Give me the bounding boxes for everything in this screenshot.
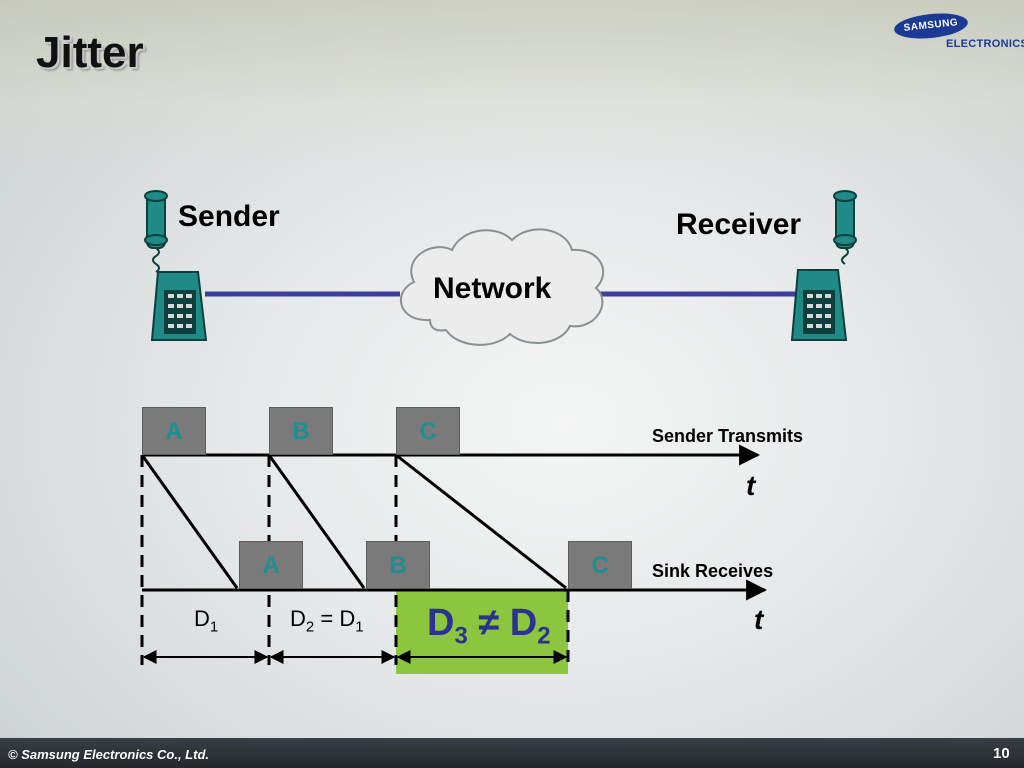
samsung-logo: SAMSUNG ELECTRONICS	[890, 10, 1024, 50]
slide-title: Jitter	[36, 28, 144, 77]
receiver-phone-icon	[790, 190, 857, 341]
received-packet-a: A	[239, 541, 303, 589]
d2-label: D2 = D1	[290, 606, 364, 636]
d1-label: D1	[194, 606, 219, 636]
sender-axis-label: Sender Transmits	[652, 426, 804, 446]
packet-letter: C	[591, 552, 609, 579]
received-packet-c: C	[568, 541, 632, 589]
footer-bar	[0, 738, 1024, 768]
sink-axis-label: Sink Receives	[652, 561, 774, 581]
network-cloud-icon	[399, 228, 605, 346]
sent-packet-a: A	[142, 407, 206, 455]
packet-letter: B	[292, 418, 310, 445]
transit-c	[395, 453, 567, 590]
sent-packet-c: C	[396, 407, 460, 455]
packet-letter: A	[165, 418, 183, 445]
received-packet-b: B	[366, 541, 430, 589]
d3-label: D3 ≠ D2	[427, 602, 551, 650]
packet-letter: B	[389, 552, 407, 579]
footer-copyright: © Samsung Electronics Co., Ltd.	[8, 747, 209, 762]
sink-time-symbol: t	[754, 604, 764, 635]
sender-time-symbol: t	[746, 470, 756, 501]
transit-b	[267, 454, 366, 589]
sent-packet-b: B	[269, 407, 333, 455]
transit-a	[140, 454, 239, 589]
sender-phone-icon	[144, 190, 208, 341]
sender-label: Sender	[178, 200, 280, 233]
network-label: Network	[433, 272, 552, 305]
page-number: 10	[993, 745, 1010, 762]
logo-subtitle: ELECTRONICS	[946, 38, 1024, 50]
receiver-label: Receiver	[676, 208, 802, 241]
packet-letter: A	[262, 552, 280, 579]
packet-letter: C	[419, 418, 437, 445]
header-background	[0, 0, 1024, 170]
